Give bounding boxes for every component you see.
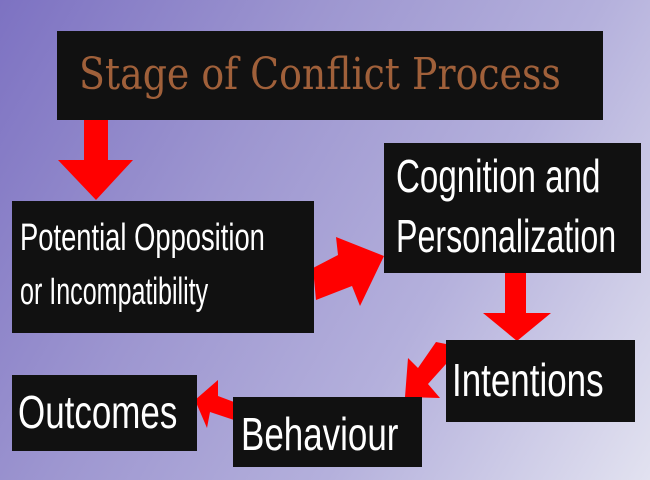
stage-outcomes: Outcomes [12,375,197,451]
arrow-title-to-potential [58,118,133,200]
arrow-cognition-to-intentions [483,272,551,341]
stage-potential-opposition: Potential Opposition or Incompatibility [12,201,314,333]
arrow-behaviour-to-outcomes [195,380,234,428]
diagram-title: Stage of Conflict Process [79,49,561,100]
stage-label-line2: or Incompatibility [20,271,209,313]
stage-label-line2: Personalization [396,210,617,262]
stage-behaviour: Behaviour [233,397,422,467]
title-box: Stage of Conflict Process [57,31,603,120]
arrow-potential-to-cognition [313,237,384,306]
stage-label-line1: Cognition and [396,150,601,202]
stage-label-line1: Potential Opposition [20,217,265,259]
stage-label: Behaviour [241,408,399,460]
stage-label: Outcomes [18,386,178,438]
arrow-intentions-to-behaviour [405,342,446,398]
stage-cognition-personalization: Cognition and Personalization [384,143,641,273]
stage-intentions: Intentions [446,340,635,422]
stage-label: Intentions [452,354,604,406]
